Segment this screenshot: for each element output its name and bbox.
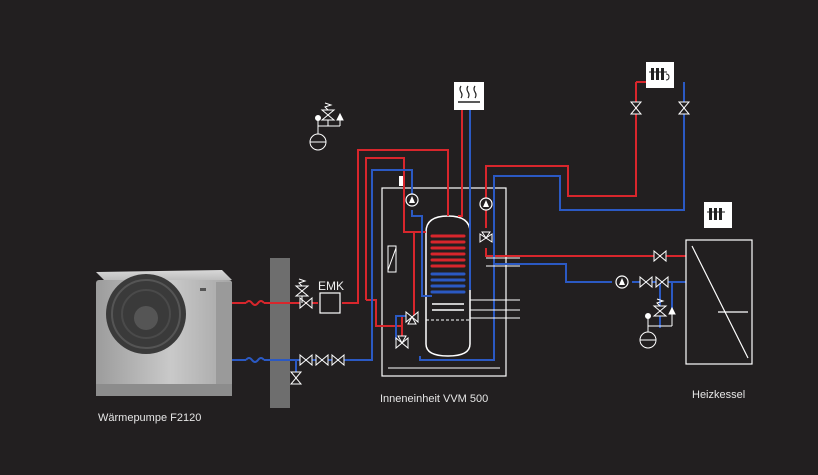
valve-icon	[289, 371, 303, 385]
heat-pump-label: Wärmepumpe F2120	[98, 412, 201, 424]
boiler-unit	[685, 239, 753, 365]
floor-heating-icon	[704, 202, 732, 228]
valve-icon	[639, 275, 669, 289]
hot-pipes	[232, 81, 686, 343]
indoor-unit-label: Inneneinheit VVM 500	[380, 393, 488, 405]
safety-valve-icon	[294, 278, 310, 303]
heat-exchanger	[432, 303, 464, 311]
valve-icon	[479, 231, 493, 243]
tank-connections	[470, 257, 520, 319]
boiler-label: Heizkessel	[692, 389, 745, 401]
cold-water-coil	[430, 272, 466, 294]
hot-water-icon	[454, 82, 484, 110]
valve-icon	[395, 335, 409, 350]
building-wall	[270, 258, 290, 408]
valve-icon	[299, 353, 345, 367]
expansion-vessel-icon	[639, 298, 676, 349]
valve-icon	[299, 296, 313, 310]
expansion-vessel-icon	[309, 102, 344, 151]
emk-meter-box	[319, 292, 341, 314]
valve-icon	[677, 101, 691, 115]
valve-icon	[629, 101, 643, 115]
hot-water-coil	[430, 234, 466, 268]
cold-pipes	[232, 82, 686, 372]
indoor-unit-housing	[381, 187, 507, 377]
pump-icon	[479, 197, 493, 211]
radiator-icon	[646, 62, 674, 88]
sensor-icon	[399, 176, 403, 186]
valve-icon	[405, 310, 419, 325]
valve-icon	[653, 249, 667, 263]
pump-icon	[405, 193, 419, 207]
pump-icon	[615, 275, 629, 289]
storage-tank	[425, 215, 471, 357]
heat-pump-unit	[96, 270, 232, 396]
emk-label: EMK	[318, 279, 344, 293]
